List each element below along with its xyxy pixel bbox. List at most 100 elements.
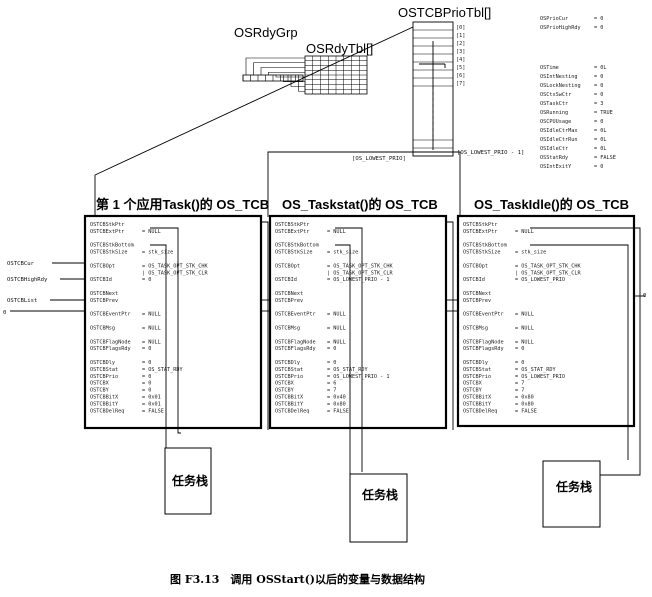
tcb-field-value: = NULL (515, 339, 534, 345)
prio-lowest-right: [OS_LOWEST_PRIO - 1] (457, 150, 524, 156)
tcb-field-value: = NULL (327, 339, 346, 345)
tcb-field-value: = 0x40 (327, 395, 346, 401)
tcb-field-name: OSTCBEventPtr (463, 312, 504, 318)
global-value: = 0 (594, 25, 603, 31)
ptr-tcblist: OSTCBList (7, 298, 37, 304)
tcb-field-name: OSTCBFlagsRdy (90, 346, 131, 352)
tcb-field-name: OSTCBStkPtr (90, 222, 124, 228)
stack-3-label: 任务栈 (555, 479, 592, 494)
tcb-field-value: = OS_LOWEST_PRIO - 1 (327, 374, 389, 380)
tcb-field-name: OSTCBBitX (90, 395, 119, 401)
tcb-field-name: OSTCBBitY (90, 401, 119, 407)
tcb-field-name: OSTCBStkPtr (463, 222, 497, 228)
tcb-field-name: OSTCBDelReq (90, 408, 124, 414)
tcb-field-value: = NULL (515, 326, 534, 332)
figure-caption: 图 F3.13 调用 OSStart()以后的变量与数据结构 (170, 572, 425, 586)
tcb-field-name: OSTCBMsg (463, 326, 488, 332)
prio-index: [1] (456, 33, 465, 39)
tcb-field-value: = 7 (327, 388, 336, 394)
tcb-field-name: OSTCBStkSize (463, 250, 500, 256)
tcb-field-name: OSTCBPrev (90, 298, 118, 304)
tcb-field-value: = NULL (515, 312, 534, 318)
tcb-field-name: OSTCBId (275, 277, 297, 283)
global-name: OSCtxSwCtr (540, 92, 571, 98)
tcb-field-value: = 0 (327, 346, 336, 352)
tcb-field-value: = FALSE (142, 408, 164, 414)
tcb-field-name: OSTCBOpt (275, 263, 300, 269)
global-value: = 0 (594, 83, 603, 89)
tcb-field-value: = OS_TASK_OPT_STK_CHK (327, 263, 393, 269)
tcb-field-name: OSTCBY (463, 388, 483, 394)
tcb-field-value: = 0x01 (142, 401, 161, 407)
tcb-field-name: OSTCBNext (463, 291, 491, 297)
prio-tbl: [0][1][2][3][4][5][6][7] (412, 21, 465, 157)
tcb-field-name: OSTCBFlagNode (275, 339, 316, 345)
tcb-field-value: | OS_TASK_OPT_STK_CLR (327, 270, 393, 276)
tcb-field-value: = 6 (327, 381, 336, 387)
rdygrp-label: OSRdyGrp (234, 25, 298, 40)
tcb-field-value: = NULL (142, 312, 161, 318)
global-name: OSIdleCtrRun (540, 137, 577, 143)
tcb-field-name: OSTCBX (90, 381, 110, 387)
tcb-field-value: = NULL (327, 326, 346, 332)
tcb-field-name: OSTCBMsg (275, 326, 300, 332)
tcb-field-value: | OS_TASK_OPT_STK_CLR (142, 270, 208, 276)
tcb1-title: 第 1 个应用Task()的 OS_TCB (96, 197, 269, 212)
tcb-field-value: = OS_STAT_RDY (327, 367, 368, 373)
tcb-field-name: OSTCBEventPtr (90, 312, 131, 318)
tcb-field-value: = OS_LOWEST_PRIO (515, 277, 565, 283)
tcb-field-value: = NULL (142, 229, 161, 235)
global-value: = FALSE (594, 155, 616, 161)
tcb-field-name: OSTCBStkBottom (90, 243, 134, 249)
tcb-field-name: OSTCBStkSize (275, 250, 312, 256)
stack-1-label: 任务栈 (171, 473, 208, 488)
tcb-field-name: OSTCBY (275, 388, 295, 394)
tcb-field-value: = stk_size (142, 250, 173, 256)
global-value: = 0 (594, 119, 603, 125)
prio-index: [7] (456, 81, 465, 87)
tcb-field-name: OSTCBFlagNode (90, 339, 131, 345)
tcb-field-name: OSTCBDly (90, 360, 115, 366)
stack-2-label: 任务栈 (361, 487, 398, 502)
global-name: OSStatRdy (540, 155, 568, 161)
tcb-field-value: = stk_size (327, 250, 358, 256)
stack-3: 任务栈 (542, 460, 601, 528)
tcb-field-value: = 0x80 (515, 401, 534, 407)
tcb-field-value: = 7 (515, 381, 524, 387)
tcb-field-name: OSTCBDelReq (463, 408, 497, 414)
tcb-field-value: = 0 (515, 346, 524, 352)
tcb-field-name: OSTCBId (90, 277, 112, 283)
global-value: = 0 (594, 16, 603, 22)
tcb-field-value: = stk_size (515, 250, 546, 256)
tcb-field-name: OSTCBStkPtr (275, 222, 309, 228)
global-value: = 0 (594, 74, 603, 80)
tcb-field-name: OSTCBPrev (275, 298, 303, 304)
tcb-field-value: = OS_LOWEST_PRIO - 1 (327, 277, 389, 283)
tcb-field-name: OSTCBExtPtr (90, 229, 124, 235)
tcb-field-value: = OS_STAT_RDY (142, 367, 183, 373)
global-name: OSIdleCtrMax (540, 128, 577, 134)
tcb-field-name: OSTCBOpt (463, 263, 488, 269)
tcb-field-name: OSTCBPrio (90, 374, 118, 380)
tcb-field-name: OSTCBX (463, 381, 483, 387)
tcb-field-name: OSTCBBitY (463, 401, 492, 407)
tcb-field-name: OSTCBDelReq (275, 408, 309, 414)
prio-index: [2] (456, 41, 465, 47)
tcb-field-name: OSTCBBitX (275, 395, 304, 401)
prio-index: [5] (456, 65, 465, 71)
tcb-field-name: OSTCBBitX (463, 395, 492, 401)
global-name: OSIdleCtr (540, 146, 568, 152)
tcb-field-name: OSTCBStkBottom (463, 243, 507, 249)
tcb-field-value: = FALSE (327, 408, 349, 414)
tcb-field-value: = NULL (515, 229, 534, 235)
global-value: = 0L (594, 65, 607, 71)
prio-index: [3] (456, 49, 465, 55)
global-value: = 0L (594, 137, 607, 143)
global-value: = TRUE (594, 110, 613, 116)
tcb-field-value: = OS_TASK_OPT_STK_CHK (142, 263, 208, 269)
tcb-field-value: = 7 (515, 388, 524, 394)
rdygrp-bitgrid (242, 55, 368, 95)
